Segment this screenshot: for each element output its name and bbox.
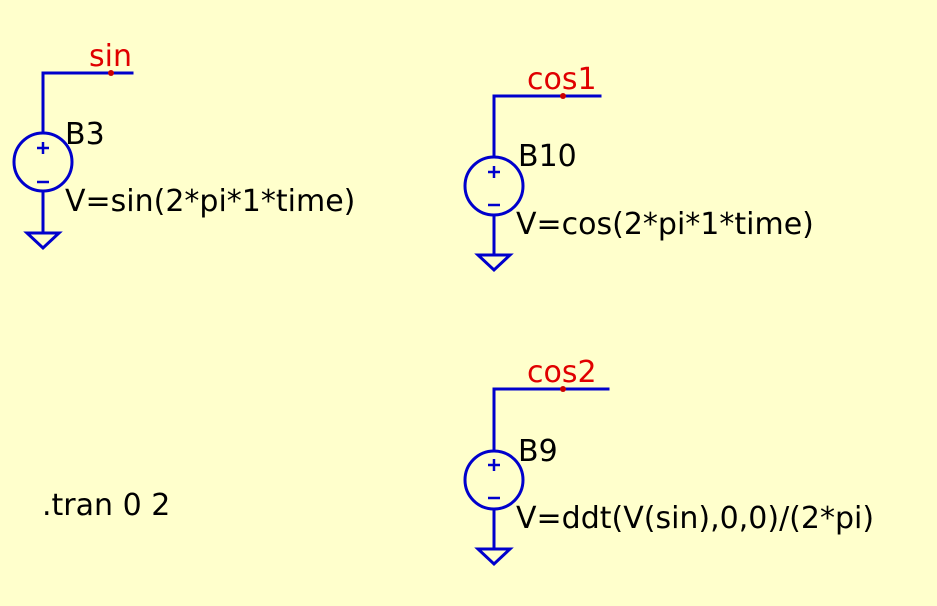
- ground-icon[interactable]: [474, 547, 514, 567]
- source-b3[interactable]: sin B3 V=sin(2*pi*1*time): [12, 39, 355, 251]
- net-junction-cos1: [560, 93, 566, 99]
- component-name-b10[interactable]: B10: [518, 139, 577, 174]
- net-junction-cos2: [560, 386, 566, 392]
- source-b9[interactable]: cos2 B9 V=ddt(V(sin),0,0)/(2*pi): [463, 355, 874, 567]
- ground-icon[interactable]: [23, 231, 63, 251]
- net-label-cos2[interactable]: cos2: [527, 355, 597, 390]
- net-junction-sin: [108, 70, 114, 76]
- component-value-b9[interactable]: V=ddt(V(sin),0,0)/(2*pi): [516, 501, 874, 536]
- component-value-b3[interactable]: V=sin(2*pi*1*time): [65, 184, 355, 219]
- net-label-cos1[interactable]: cos1: [527, 62, 597, 97]
- component-name-b9[interactable]: B9: [518, 434, 558, 469]
- net-label-sin[interactable]: sin: [89, 39, 132, 74]
- voltage-source-symbol-b10[interactable]: [463, 155, 525, 217]
- source-b10[interactable]: cos1 B10 V=cos(2*pi*1*time): [463, 62, 814, 273]
- component-name-b3[interactable]: B3: [65, 117, 105, 152]
- component-value-b10[interactable]: V=cos(2*pi*1*time): [516, 207, 814, 242]
- wire-b3-top[interactable]: [41, 71, 134, 135]
- wire-b9-top[interactable]: [492, 387, 610, 452]
- ground-icon[interactable]: [474, 253, 514, 273]
- spice-directive[interactable]: .tran 0 2: [42, 488, 170, 523]
